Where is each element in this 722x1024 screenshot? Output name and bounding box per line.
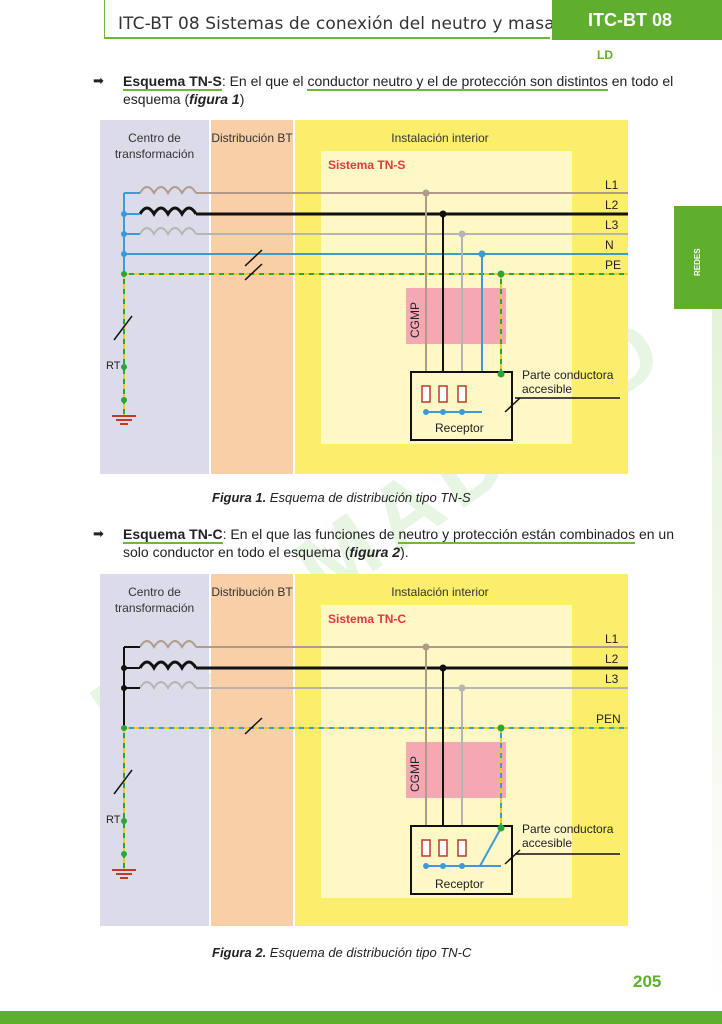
header-rule — [104, 37, 550, 39]
fig2-line-label-2: L2 — [605, 652, 619, 666]
figure2-caption: Figura 2. Esquema de distribución tipo T… — [212, 945, 471, 960]
figure1-caption-bold: Figura 1. — [212, 490, 267, 505]
footer-bar — [0, 1011, 722, 1024]
side-strip — [712, 309, 722, 1009]
fig1-line-label-4: N — [605, 238, 614, 252]
fig1-accessible-label: Parte conductora accesible — [522, 368, 614, 396]
fig2-rt-label: RT — [106, 814, 121, 826]
figure-2: Centro de transformación Distribución BT… — [100, 574, 628, 926]
fig1-system-label: Sistema TN-S — [328, 158, 406, 172]
figure1-caption: Figura 1. Esquema de distribución tipo T… — [212, 490, 471, 505]
bullet2-text-before: : En el que las funciones de — [222, 526, 399, 542]
fig2-diagram — [112, 640, 628, 895]
bullet2-fig-ref: figura 2 — [349, 544, 401, 560]
header-badge: ITC-BT 08 — [552, 0, 722, 40]
header-title: ITC-BT 08 Sistemas de conexión del neutr… — [118, 14, 564, 34]
fig2-cgmp-label: CGMP — [408, 756, 422, 792]
arrow-icon: ➡ — [93, 73, 104, 88]
figure2-caption-bold: Figura 2. — [212, 945, 267, 960]
figure1-caption-text: Esquema de distribución tipo TN-S — [266, 490, 471, 505]
fig1-col-c-label: Instalación interior — [391, 131, 489, 145]
bullet1-text-after: en todo el esquema ( — [123, 73, 674, 107]
fig2-accessible-label: Parte conductora accesible — [522, 822, 614, 850]
fig2-col-b-label: Distribución BT — [211, 585, 293, 599]
fig1-diagram — [112, 186, 628, 441]
fig2-line-label-1: L1 — [605, 632, 619, 646]
header-rule-vertical — [104, 0, 105, 37]
fig2-line-label-3: L3 — [605, 672, 619, 686]
fig2-line-label-4: PEN — [596, 712, 621, 726]
bullet1-fig-ref: figura 1 — [189, 91, 240, 107]
bullet2-text-after: en un solo conductor en todo el esquema … — [123, 526, 675, 560]
bullet2-close: ). — [400, 544, 409, 560]
figure-1: Centro de transformación Distribución BT… — [100, 120, 628, 474]
fig2-col-a-label: Centro de transformación — [114, 585, 195, 615]
fig2-col-c-label: Instalación interior — [391, 585, 489, 599]
bullet1-close: ) — [239, 91, 245, 107]
fig1-line-label-5: PE — [605, 258, 622, 272]
fig1-col-a-label: Centro de transformación — [114, 131, 195, 161]
fig1-cgmp-label: CGMP — [408, 302, 422, 338]
bullet1-text-before: : En el que el — [221, 73, 308, 89]
fig1-line-label-1: L1 — [605, 178, 619, 192]
fig2-system-label: Sistema TN-C — [328, 612, 407, 626]
fig2-col-transformation — [100, 574, 209, 926]
bullet1-label: Esquema TN-S — [123, 73, 222, 91]
fig1-line-label-3: L3 — [605, 218, 619, 232]
fig1-col-distribution — [211, 120, 293, 474]
fig1-rt-label: RT — [106, 360, 121, 372]
fig1-receptor-label: Receptor — [435, 421, 484, 435]
fig1-col-b-label: Distribución BT — [211, 131, 293, 145]
fig2-col-distribution — [211, 574, 293, 926]
bullet2-highlight: neutro y protección están combinados — [398, 526, 636, 544]
bullet1-highlight: conductor neutro y el de protección son … — [307, 73, 608, 91]
page-number: 205 — [633, 972, 662, 991]
arrow-icon: ➡ — [93, 526, 104, 541]
fig1-line-label-2: L2 — [605, 198, 619, 212]
figure2-caption-text: Esquema de distribución tipo TN-C — [266, 945, 472, 960]
side-tab: REDES — [674, 206, 722, 309]
bullet2-label: Esquema TN-C — [123, 526, 223, 544]
side-tab-label: REDES — [693, 248, 702, 276]
logo: LD — [597, 48, 613, 62]
fig2-receptor-label: Receptor — [435, 877, 484, 891]
